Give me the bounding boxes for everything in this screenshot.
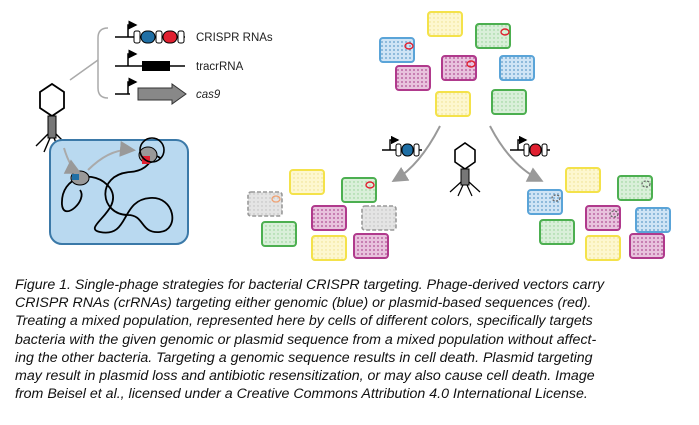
genomic-targeting-outcome <box>247 169 397 261</box>
caption-line: from Beisel et al., licensed under a Cre… <box>15 386 588 403</box>
crispr-rnas-label: CRISPR RNAs <box>196 32 273 44</box>
plasmid-targeting-construct-icon <box>510 135 550 157</box>
plasmid-targeting-outcome <box>527 167 671 261</box>
caption-line: Treating a mixed population, represented… <box>15 313 593 330</box>
caption-line: Figure 1. Single-phage strategies for ba… <box>15 277 605 293</box>
arrow-to-plasmid-outcome <box>489 125 544 182</box>
caption-line: ing the other bacteria. Targeting a geno… <box>15 349 593 366</box>
genomic-dna <box>61 155 174 234</box>
genomic-targeting-construct-icon <box>382 135 422 157</box>
gene-cassette: CRISPR RNAs tracrRNA cas9 <box>69 20 273 105</box>
caption-line: bacteria with the given genomic or plasm… <box>15 331 597 348</box>
crispr-targeting-diagram: CRISPR RNAs tracrRNA cas9 <box>35 11 671 261</box>
host-bacterium <box>49 137 189 245</box>
cas9-complex-genomic <box>70 170 90 186</box>
tracrrna-gene-icon <box>115 49 185 71</box>
figure-caption: Figure 1. Single-phage strategies for ba… <box>15 276 687 403</box>
arrow-to-genomic-outcome <box>391 125 441 183</box>
mixed-population <box>379 11 535 117</box>
cas9-label: cas9 <box>196 89 221 101</box>
cas9-gene-icon <box>115 77 187 105</box>
crispr-array-icon <box>115 20 185 44</box>
phage-icon-center <box>449 142 481 197</box>
tracrrna-label: tracrRNA <box>196 61 244 73</box>
cassette-bracket <box>97 27 109 99</box>
caption-line: CRISPR RNAs (crRNAs) targeting either ge… <box>15 295 592 312</box>
caption-line: may result in plasmid loss and antibioti… <box>15 368 595 385</box>
